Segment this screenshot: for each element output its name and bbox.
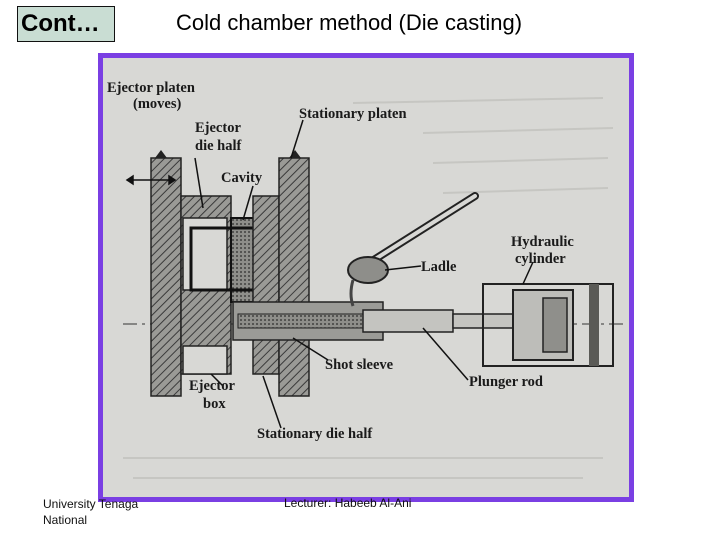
stationary-platen — [278, 150, 310, 397]
ejector-platen — [150, 150, 182, 397]
label-die-half: die half — [195, 138, 241, 154]
leader-lines — [125, 119, 534, 429]
label-ejector-platen: Ejector platen — [107, 80, 195, 96]
label-stationary-platen: Stationary platen — [299, 106, 407, 122]
label-hydraulic: Hydraulic — [511, 234, 574, 250]
die-casting-diagram: Ejector platen (moves) Ejector die half … — [98, 53, 634, 502]
label-cavity: Cavity — [221, 170, 263, 186]
label-plunger-rod: Plunger rod — [469, 374, 543, 390]
stationary-die-half — [252, 195, 280, 375]
section-badge: Cont… — [17, 6, 115, 42]
label-cylinder: cylinder — [515, 251, 566, 267]
ladle — [347, 192, 479, 307]
plunger-rod — [362, 309, 514, 333]
slide-title: Cold chamber method (Die casting) — [176, 10, 523, 35]
label-stationary-die-half: Stationary die half — [257, 426, 372, 442]
label-ejector-box-line2: box — [203, 396, 226, 412]
label-ladle: Ladle — [421, 259, 457, 275]
background-texture — [123, 97, 614, 479]
shot-sleeve — [232, 301, 384, 341]
label-ejector-platen-moves: (moves) — [133, 96, 181, 112]
hydraulic-cylinder — [482, 283, 614, 367]
ejector-die-half — [180, 195, 232, 375]
label-ejector-box-line1: Ejector — [189, 378, 235, 394]
diagram-drawing: Ejector platen (moves) Ejector die half … — [107, 80, 623, 479]
label-ejector: Ejector — [195, 120, 241, 136]
footer-university: University Tenaga National — [43, 497, 139, 527]
label-shot-sleeve: Shot sleeve — [325, 357, 394, 373]
footer-lecturer: Lecturer: Habeeb Al-Ani — [284, 496, 412, 510]
